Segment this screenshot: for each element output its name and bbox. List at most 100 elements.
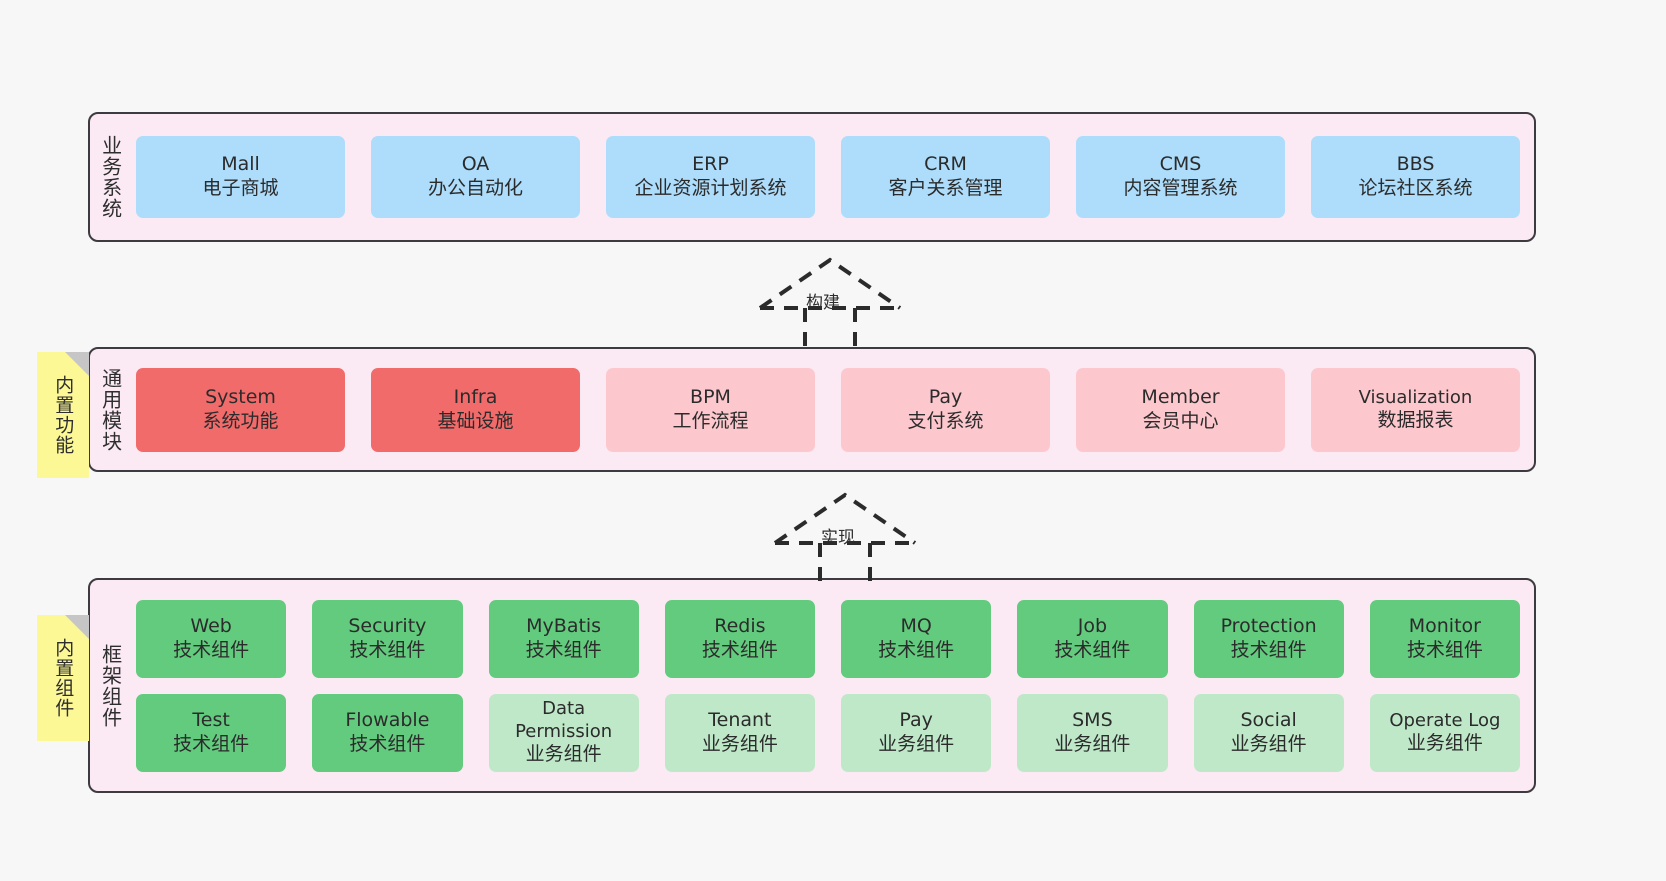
- node-job[interactable]: Job 技术组件: [1017, 599, 1168, 678]
- node-test[interactable]: Test 技术组件: [136, 693, 287, 772]
- node-mybatis-title: MyBatis: [526, 614, 602, 637]
- layer-business-system: 业务系统 Mall 电子商城 OA 办公自动化 ERP 企业资源计划系统 CRM…: [88, 112, 1536, 242]
- node-job-title: Job: [1077, 614, 1108, 637]
- node-cms-title: CMS: [1159, 153, 1202, 176]
- node-monitor[interactable]: Monitor 技术组件: [1369, 599, 1520, 678]
- node-sms-subtitle: 业务组件: [1054, 732, 1131, 755]
- sticky-note-builtin-features: 内置功能: [37, 352, 89, 478]
- node-infra-title: Infra: [453, 385, 498, 408]
- node-crm-title: CRM: [924, 153, 967, 176]
- node-sms-title: SMS: [1072, 708, 1113, 731]
- node-web[interactable]: Web 技术组件: [136, 599, 287, 678]
- sticky-fold-corner-icon: [65, 352, 89, 376]
- node-flowable-title: Flowable: [345, 708, 430, 731]
- node-system-title: System: [205, 385, 276, 408]
- layer-common-modules: 通用模块 System 系统功能 Infra 基础设施 BPM 工作流程 Pay…: [88, 347, 1536, 472]
- node-cms[interactable]: CMS 内容管理系统: [1076, 136, 1285, 218]
- node-system-subtitle: 系统功能: [202, 409, 279, 432]
- node-tenant[interactable]: Tenant 业务组件: [664, 693, 815, 772]
- node-mybatis[interactable]: MyBatis 技术组件: [488, 599, 639, 678]
- node-mall-title: Mall: [221, 153, 260, 176]
- connector-build-arrow-icon: [758, 257, 902, 352]
- node-mq-title: MQ: [900, 614, 932, 637]
- node-redis-title: Redis: [714, 614, 766, 637]
- node-security[interactable]: Security 技术组件: [312, 599, 463, 678]
- node-flowable-subtitle: 技术组件: [349, 732, 426, 755]
- node-protection-title: Protection: [1220, 614, 1317, 637]
- node-system[interactable]: System 系统功能: [136, 367, 345, 452]
- node-test-subtitle: 技术组件: [173, 732, 250, 755]
- connector-build: 构建: [750, 252, 930, 352]
- node-operate-log-subtitle: 业务组件: [1406, 731, 1483, 754]
- node-pay-component-title: Pay: [899, 708, 933, 731]
- node-social-subtitle: 业务组件: [1230, 732, 1307, 755]
- connector-realize: 实现: [765, 487, 945, 587]
- node-pay-component-subtitle: 业务组件: [878, 732, 955, 755]
- node-test-title: Test: [192, 708, 230, 731]
- node-pay-module-title: Pay: [928, 385, 963, 408]
- sticky-note-builtin-components-label: 内置组件: [52, 638, 75, 718]
- module-node-row: System 系统功能 Infra 基础设施 BPM 工作流程 Pay 支付系统…: [136, 367, 1520, 452]
- node-pay-module-subtitle: 支付系统: [907, 409, 984, 432]
- node-redis[interactable]: Redis 技术组件: [664, 599, 815, 678]
- node-visualization[interactable]: Visualization 数据报表: [1311, 367, 1520, 452]
- node-redis-subtitle: 技术组件: [701, 638, 778, 661]
- node-tenant-subtitle: 业务组件: [701, 732, 778, 755]
- node-operate-log[interactable]: Operate Log 业务组件: [1369, 693, 1520, 772]
- node-sms[interactable]: SMS 业务组件: [1017, 693, 1168, 772]
- node-mq[interactable]: MQ 技术组件: [841, 599, 992, 678]
- node-mall-subtitle: 电子商城: [202, 177, 279, 199]
- connector-realize-arrow-icon: [773, 492, 917, 587]
- node-data-permission-subtitle: 业务组件: [525, 743, 602, 766]
- node-bpm[interactable]: BPM 工作流程: [606, 367, 815, 452]
- node-monitor-subtitle: 技术组件: [1406, 638, 1483, 661]
- node-member[interactable]: Member 会员中心: [1076, 367, 1285, 452]
- node-crm[interactable]: CRM 客户关系管理: [841, 136, 1050, 218]
- node-bpm-subtitle: 工作流程: [672, 409, 749, 432]
- layer-business-system-body: Mall 电子商城 OA 办公自动化 ERP 企业资源计划系统 CRM 客户关系…: [130, 114, 1534, 240]
- node-mq-subtitle: 技术组件: [878, 638, 955, 661]
- node-bbs-title: BBS: [1396, 153, 1435, 176]
- node-pay-component[interactable]: Pay 业务组件: [841, 693, 992, 772]
- framework-node-row-technical: Web 技术组件 Security 技术组件 MyBatis 技术组件 Redi…: [136, 599, 1520, 678]
- connector-realize-label: 实现: [821, 528, 855, 548]
- node-social[interactable]: Social 业务组件: [1193, 693, 1344, 772]
- node-oa-subtitle: 办公自动化: [427, 177, 523, 199]
- node-visualization-title: Visualization: [1358, 386, 1473, 408]
- node-oa[interactable]: OA 办公自动化: [371, 136, 580, 218]
- node-bbs[interactable]: BBS 论坛社区系统: [1311, 136, 1520, 218]
- business-node-row: Mall 电子商城 OA 办公自动化 ERP 企业资源计划系统 CRM 客户关系…: [136, 136, 1520, 218]
- layer-business-system-title: 业务系统: [98, 135, 123, 219]
- node-infra[interactable]: Infra 基础设施: [371, 367, 580, 452]
- framework-node-row-business: Test 技术组件 Flowable 技术组件 Data Permission …: [136, 693, 1520, 772]
- node-data-permission-title: Data Permission: [515, 698, 613, 742]
- layer-common-modules-body: System 系统功能 Infra 基础设施 BPM 工作流程 Pay 支付系统…: [130, 349, 1534, 470]
- node-operate-log-title: Operate Log: [1389, 709, 1501, 731]
- connector-build-label: 构建: [806, 293, 840, 313]
- node-visualization-subtitle: 数据报表: [1377, 408, 1454, 431]
- node-erp-title: ERP: [692, 153, 729, 176]
- node-member-title: Member: [1141, 385, 1220, 408]
- node-tenant-title: Tenant: [708, 708, 772, 731]
- sticky-fold-corner-icon: [65, 615, 89, 639]
- node-erp[interactable]: ERP 企业资源计划系统: [606, 136, 815, 218]
- node-erp-subtitle: 企业资源计划系统: [634, 177, 787, 199]
- layer-framework-components-body: Web 技术组件 Security 技术组件 MyBatis 技术组件 Redi…: [130, 580, 1534, 791]
- node-infra-subtitle: 基础设施: [437, 409, 514, 432]
- node-protection[interactable]: Protection 技术组件: [1193, 599, 1344, 678]
- node-bpm-title: BPM: [690, 385, 731, 408]
- node-web-subtitle: 技术组件: [173, 638, 250, 661]
- node-flowable[interactable]: Flowable 技术组件: [312, 693, 463, 772]
- node-job-subtitle: 技术组件: [1054, 638, 1131, 661]
- node-crm-subtitle: 客户关系管理: [888, 177, 1003, 199]
- node-mybatis-subtitle: 技术组件: [525, 638, 602, 661]
- node-cms-subtitle: 内容管理系统: [1123, 177, 1238, 199]
- node-social-title: Social: [1240, 708, 1297, 731]
- node-data-permission[interactable]: Data Permission 业务组件: [488, 693, 639, 772]
- node-pay-module[interactable]: Pay 支付系统: [841, 367, 1050, 452]
- layer-framework-components-title: 框架组件: [98, 643, 123, 728]
- node-web-title: Web: [190, 614, 232, 637]
- node-oa-title: OA: [461, 153, 490, 176]
- node-mall[interactable]: Mall 电子商城: [136, 136, 345, 218]
